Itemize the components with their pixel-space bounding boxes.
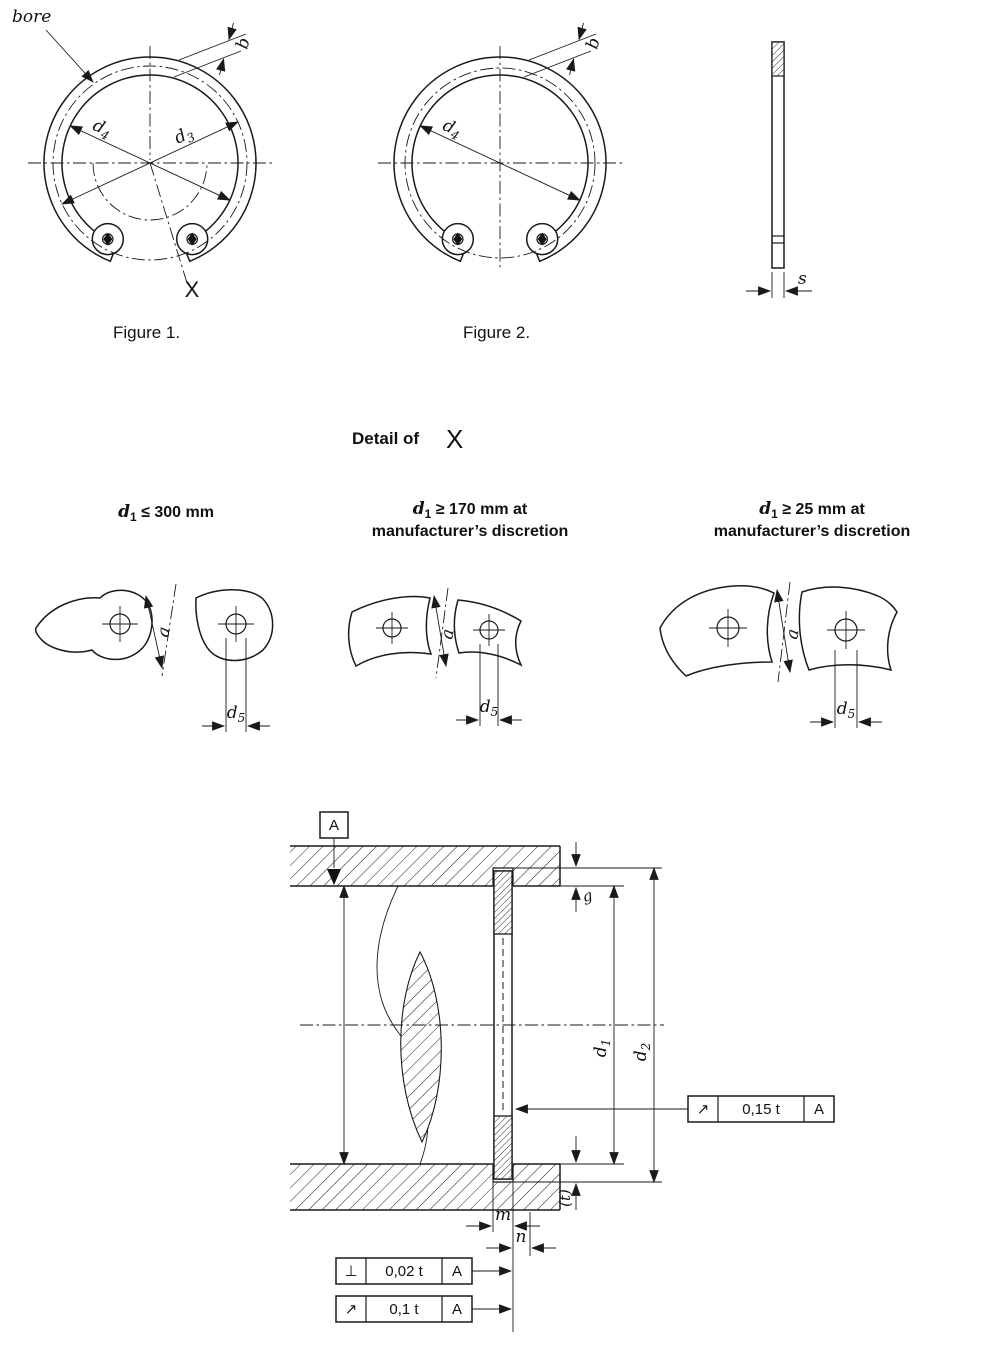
ring-section-top (493, 870, 513, 935)
condition-line1: d1 ≥ 25 mm at (759, 499, 865, 521)
centerline-to-x (149, 162, 188, 284)
tolerance-datum: A (452, 1301, 462, 1318)
detail-title: Detail of X (352, 424, 463, 454)
extension-lines (492, 867, 662, 1332)
detail-variant-2: d1 ≥ 170 mm at manufacturer’s discretion… (347, 499, 569, 726)
hole-center-mark (537, 232, 547, 246)
ring-section-hatch (771, 41, 785, 77)
hole-crosshairs (102, 606, 254, 642)
detail-x-marker: X (185, 277, 200, 302)
tolerance-box (335, 1295, 473, 1323)
bore-label: bore (12, 7, 51, 27)
d5-label: d5 (480, 697, 499, 719)
runout-symbol: ↗ (697, 1101, 710, 1118)
bore-leader-arrow (45, 29, 94, 83)
d3-label: d3 (171, 122, 197, 150)
free-diameter-arc (92, 162, 208, 221)
hole-center-mark (187, 232, 197, 246)
gap-centerline (161, 583, 177, 677)
tolerance-box (335, 1257, 473, 1285)
d4-label: d4 (439, 115, 465, 143)
detail-title-ref: X (446, 424, 463, 454)
d4-dimension-line (419, 125, 581, 201)
housing-outlines (290, 845, 561, 1211)
lug-end-right (453, 599, 523, 667)
t-label: (t) (556, 1189, 574, 1207)
figure-1: bore b d4 d3 X Figure 1. (12, 7, 272, 342)
a-label: a (782, 627, 803, 640)
ring-section-bottom (493, 1115, 513, 1180)
housing-top-hatch (290, 846, 560, 886)
detail-variant-3: d1 ≥ 25 mm at manufacturer’s discretion … (659, 499, 911, 728)
ring-body (393, 56, 607, 263)
figure1-caption: Figure 1. (113, 323, 180, 342)
b-arrow (566, 57, 576, 76)
n-label: n (516, 1227, 527, 1247)
g-label: g (580, 886, 594, 906)
b-label: b (583, 36, 605, 52)
lug-end-left (347, 595, 433, 668)
hole-crosshairs (709, 609, 865, 649)
tolerance-datum: A (452, 1263, 462, 1280)
runout-symbol: ↗ (345, 1301, 358, 1318)
b-extension-line (523, 50, 592, 78)
tolerance-frame-runout-015: ↗ 0,15 t A (514, 1095, 835, 1123)
tolerance-frame-perpendicularity: ⊥ 0,02 t A (335, 1257, 513, 1285)
tolerance-frame-runout-01: ↗ 0,1 t A (335, 1295, 513, 1323)
bore-circle (52, 65, 248, 261)
hole-center-mark (453, 232, 463, 246)
d1-label: d1 (591, 1039, 613, 1058)
m-label: m (495, 1205, 511, 1225)
d4-label: d4 (89, 115, 115, 143)
condition-line1: d1 ≤ 300 mm (118, 502, 214, 524)
lug-end-left (35, 589, 153, 661)
b-arrow (577, 22, 587, 41)
b-extension-line (173, 50, 242, 78)
tolerance-box (687, 1095, 835, 1123)
b-arrow (216, 57, 226, 76)
b-label: b (233, 36, 255, 52)
d5-label: d5 (227, 703, 246, 725)
assembly-section: A g d1 d2 (t) m (290, 811, 835, 1332)
condition-line2: manufacturer’s discretion (372, 523, 569, 540)
tolerance-value: 0,1 t (389, 1301, 419, 1318)
datum-frame (319, 811, 349, 839)
a-label: a (437, 627, 458, 640)
b-arrow (227, 22, 237, 41)
a-dimension-line (774, 588, 793, 674)
side-view: s (746, 41, 812, 298)
lug-end-right (195, 589, 274, 662)
ring-body (43, 56, 257, 263)
a-dimension-line (431, 594, 449, 668)
datum-letter: A (329, 817, 339, 834)
figure-2: b d4 Figure 2. (378, 22, 622, 342)
detail-variant-1: d1 ≤ 300 mm a d5 (35, 502, 274, 732)
perpendicularity-symbol: ⊥ (344, 1263, 357, 1280)
s-label: s (798, 269, 807, 289)
hole-center-mark (103, 232, 113, 246)
lug-end-right (798, 586, 898, 672)
bore-circle (404, 67, 596, 259)
a-dimension-line (143, 594, 165, 670)
d5-label: d5 (837, 699, 856, 721)
figure2-caption: Figure 2. (463, 323, 530, 342)
detail-title-text: Detail of (352, 429, 419, 448)
d3-dimension-line (61, 121, 239, 205)
d2-label: d2 (631, 1043, 653, 1062)
condition-line1: d1 ≥ 170 mm at (413, 499, 528, 521)
tolerance-value: 0,15 t (742, 1101, 780, 1118)
break-section-hatch (400, 950, 442, 1144)
hole-crosshairs (376, 612, 505, 646)
a-label: a (153, 625, 175, 639)
housing-bottom-hatch (290, 1164, 560, 1210)
condition-line2: manufacturer’s discretion (714, 523, 911, 540)
tolerance-value: 0,02 t (385, 1263, 423, 1280)
tolerance-datum: A (814, 1101, 824, 1118)
datum-triangle (327, 869, 341, 885)
